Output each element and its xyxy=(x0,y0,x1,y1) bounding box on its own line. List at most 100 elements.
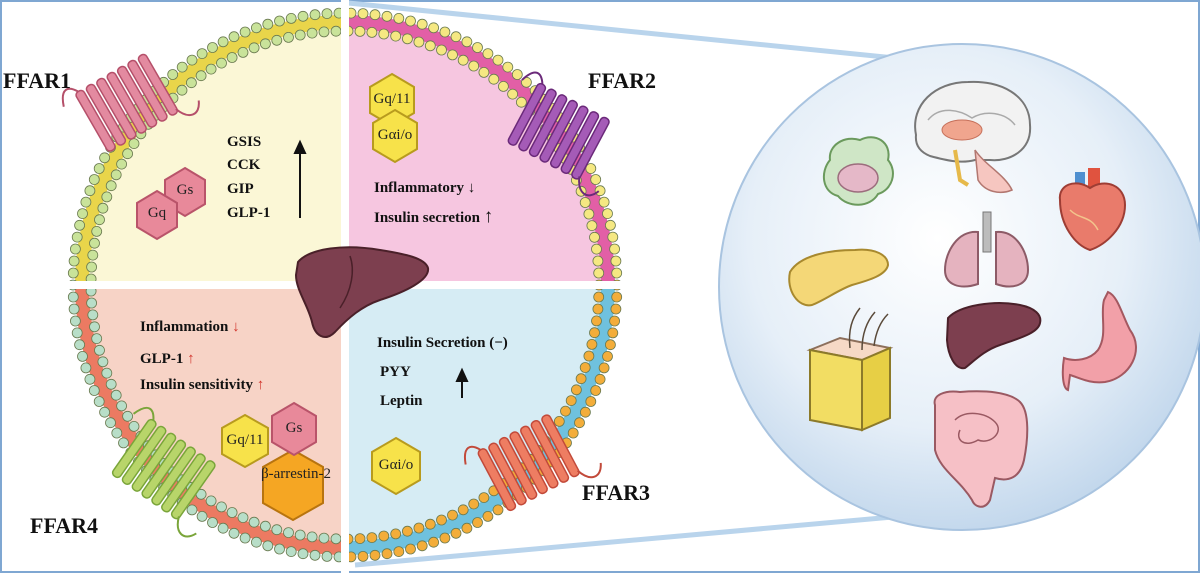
lipid-head xyxy=(450,31,462,43)
transmembrane-helix xyxy=(560,111,600,175)
lipid-head xyxy=(176,61,188,73)
lipid-head xyxy=(87,309,99,321)
lipid-head xyxy=(80,196,92,208)
lipid-head xyxy=(176,84,188,96)
ffar2-receptor-icon xyxy=(507,71,610,197)
ffar3-up-arrow-head xyxy=(455,367,469,382)
lipid-head xyxy=(461,36,473,48)
lipid-head xyxy=(369,549,381,561)
lipid-head xyxy=(105,180,117,192)
transmembrane-helix xyxy=(530,419,570,483)
protein-gs-q4-label: Gs xyxy=(285,420,303,436)
hex-gs-q4 xyxy=(271,401,317,457)
transmembrane-helix xyxy=(170,460,216,520)
ffar2-label: FFAR2 xyxy=(588,68,657,93)
protein-gaio-q3-label: Gαi/o xyxy=(378,457,414,473)
lipid-head xyxy=(447,509,458,521)
lipid-head xyxy=(366,532,378,543)
lipid-head xyxy=(390,30,402,42)
transmembrane-helix xyxy=(131,432,177,492)
lipid-head xyxy=(89,321,100,333)
lipid-head xyxy=(575,373,587,385)
ffar4-label: FFAR4 xyxy=(30,513,99,538)
lipid-head xyxy=(605,219,616,231)
hex-gq11-q4 xyxy=(221,413,269,469)
transmembrane-helix xyxy=(127,59,168,122)
ffar2-effect-inflammatory: Inflammatory ↓ xyxy=(374,180,476,196)
receptor-tail xyxy=(132,406,197,538)
lipid-head xyxy=(77,350,88,362)
lipid-head xyxy=(205,63,217,75)
lipid-head xyxy=(390,528,402,540)
lipid-head xyxy=(586,338,598,350)
lipid-head xyxy=(297,10,309,22)
ffar3-effect-insulin: Insulin Secretion (−) xyxy=(377,335,508,351)
lipid-head xyxy=(593,267,605,279)
lipid-head xyxy=(589,231,600,243)
ffar1-receptor-icon xyxy=(61,53,200,152)
lipid-head xyxy=(239,26,251,38)
transmembrane-helix xyxy=(509,431,548,495)
lipid-head xyxy=(89,237,100,249)
lipid-head xyxy=(195,70,207,82)
lipid-head xyxy=(93,163,105,174)
lipid-head xyxy=(122,410,133,422)
lipid-head xyxy=(482,48,494,59)
lipid-head xyxy=(217,36,229,48)
lipid-head xyxy=(330,25,342,37)
lipid-head xyxy=(607,327,619,339)
lipid-head xyxy=(122,148,133,160)
lipid-head xyxy=(294,29,306,41)
lipid-head xyxy=(602,208,613,220)
lipid-head xyxy=(101,191,113,203)
lipid-head xyxy=(393,12,405,24)
lipid-head xyxy=(99,406,110,418)
lipid-head xyxy=(593,291,605,303)
lipid-head xyxy=(478,67,490,78)
protein-barrestin-label: β-arrestin-2 xyxy=(260,466,332,482)
lipid-head xyxy=(447,49,458,61)
lipid-head xyxy=(226,507,238,518)
lipid-head xyxy=(472,42,483,53)
immune-cell-icon xyxy=(822,136,894,206)
lipid-head xyxy=(580,406,591,418)
lipid-head xyxy=(598,196,610,208)
lipid-head xyxy=(598,362,610,374)
transmembrane-helix xyxy=(498,436,538,500)
lipid-head xyxy=(91,225,103,237)
lipid-head xyxy=(497,81,509,92)
transmembrane-helix xyxy=(477,448,517,512)
ffar1-effect-gip: GIP xyxy=(227,181,254,197)
lipid-head xyxy=(88,174,100,185)
lipid-head xyxy=(553,415,565,427)
lipid-head xyxy=(330,533,342,545)
lipid-head xyxy=(97,356,109,368)
lipid-head xyxy=(105,417,116,429)
transmembrane-helix xyxy=(507,82,547,146)
lipid-head xyxy=(77,208,88,220)
transmembrane-helix xyxy=(141,439,187,499)
lipid-head xyxy=(283,32,294,43)
lipid-head xyxy=(354,533,366,544)
lipid-head xyxy=(492,54,504,66)
lipid-head xyxy=(128,138,140,150)
ffar2-proteins xyxy=(369,72,418,164)
lipid-head xyxy=(611,291,623,303)
lipid-head xyxy=(357,8,369,20)
lipid-head xyxy=(457,504,469,516)
lipid-head xyxy=(405,543,416,555)
lipid-head xyxy=(436,514,447,526)
lipid-head xyxy=(611,267,623,279)
lipid-head xyxy=(84,373,96,385)
lipid-head xyxy=(297,548,309,560)
lipid-head xyxy=(84,185,96,197)
lipid-head xyxy=(405,15,416,27)
ffar3-label: FFAR3 xyxy=(582,480,651,505)
lipid-head xyxy=(196,511,208,522)
lipid-head xyxy=(128,420,140,432)
lipid-head xyxy=(401,33,413,45)
lipid-head xyxy=(93,396,105,407)
transmembrane-helix xyxy=(571,116,610,180)
lipid-head xyxy=(586,220,598,232)
